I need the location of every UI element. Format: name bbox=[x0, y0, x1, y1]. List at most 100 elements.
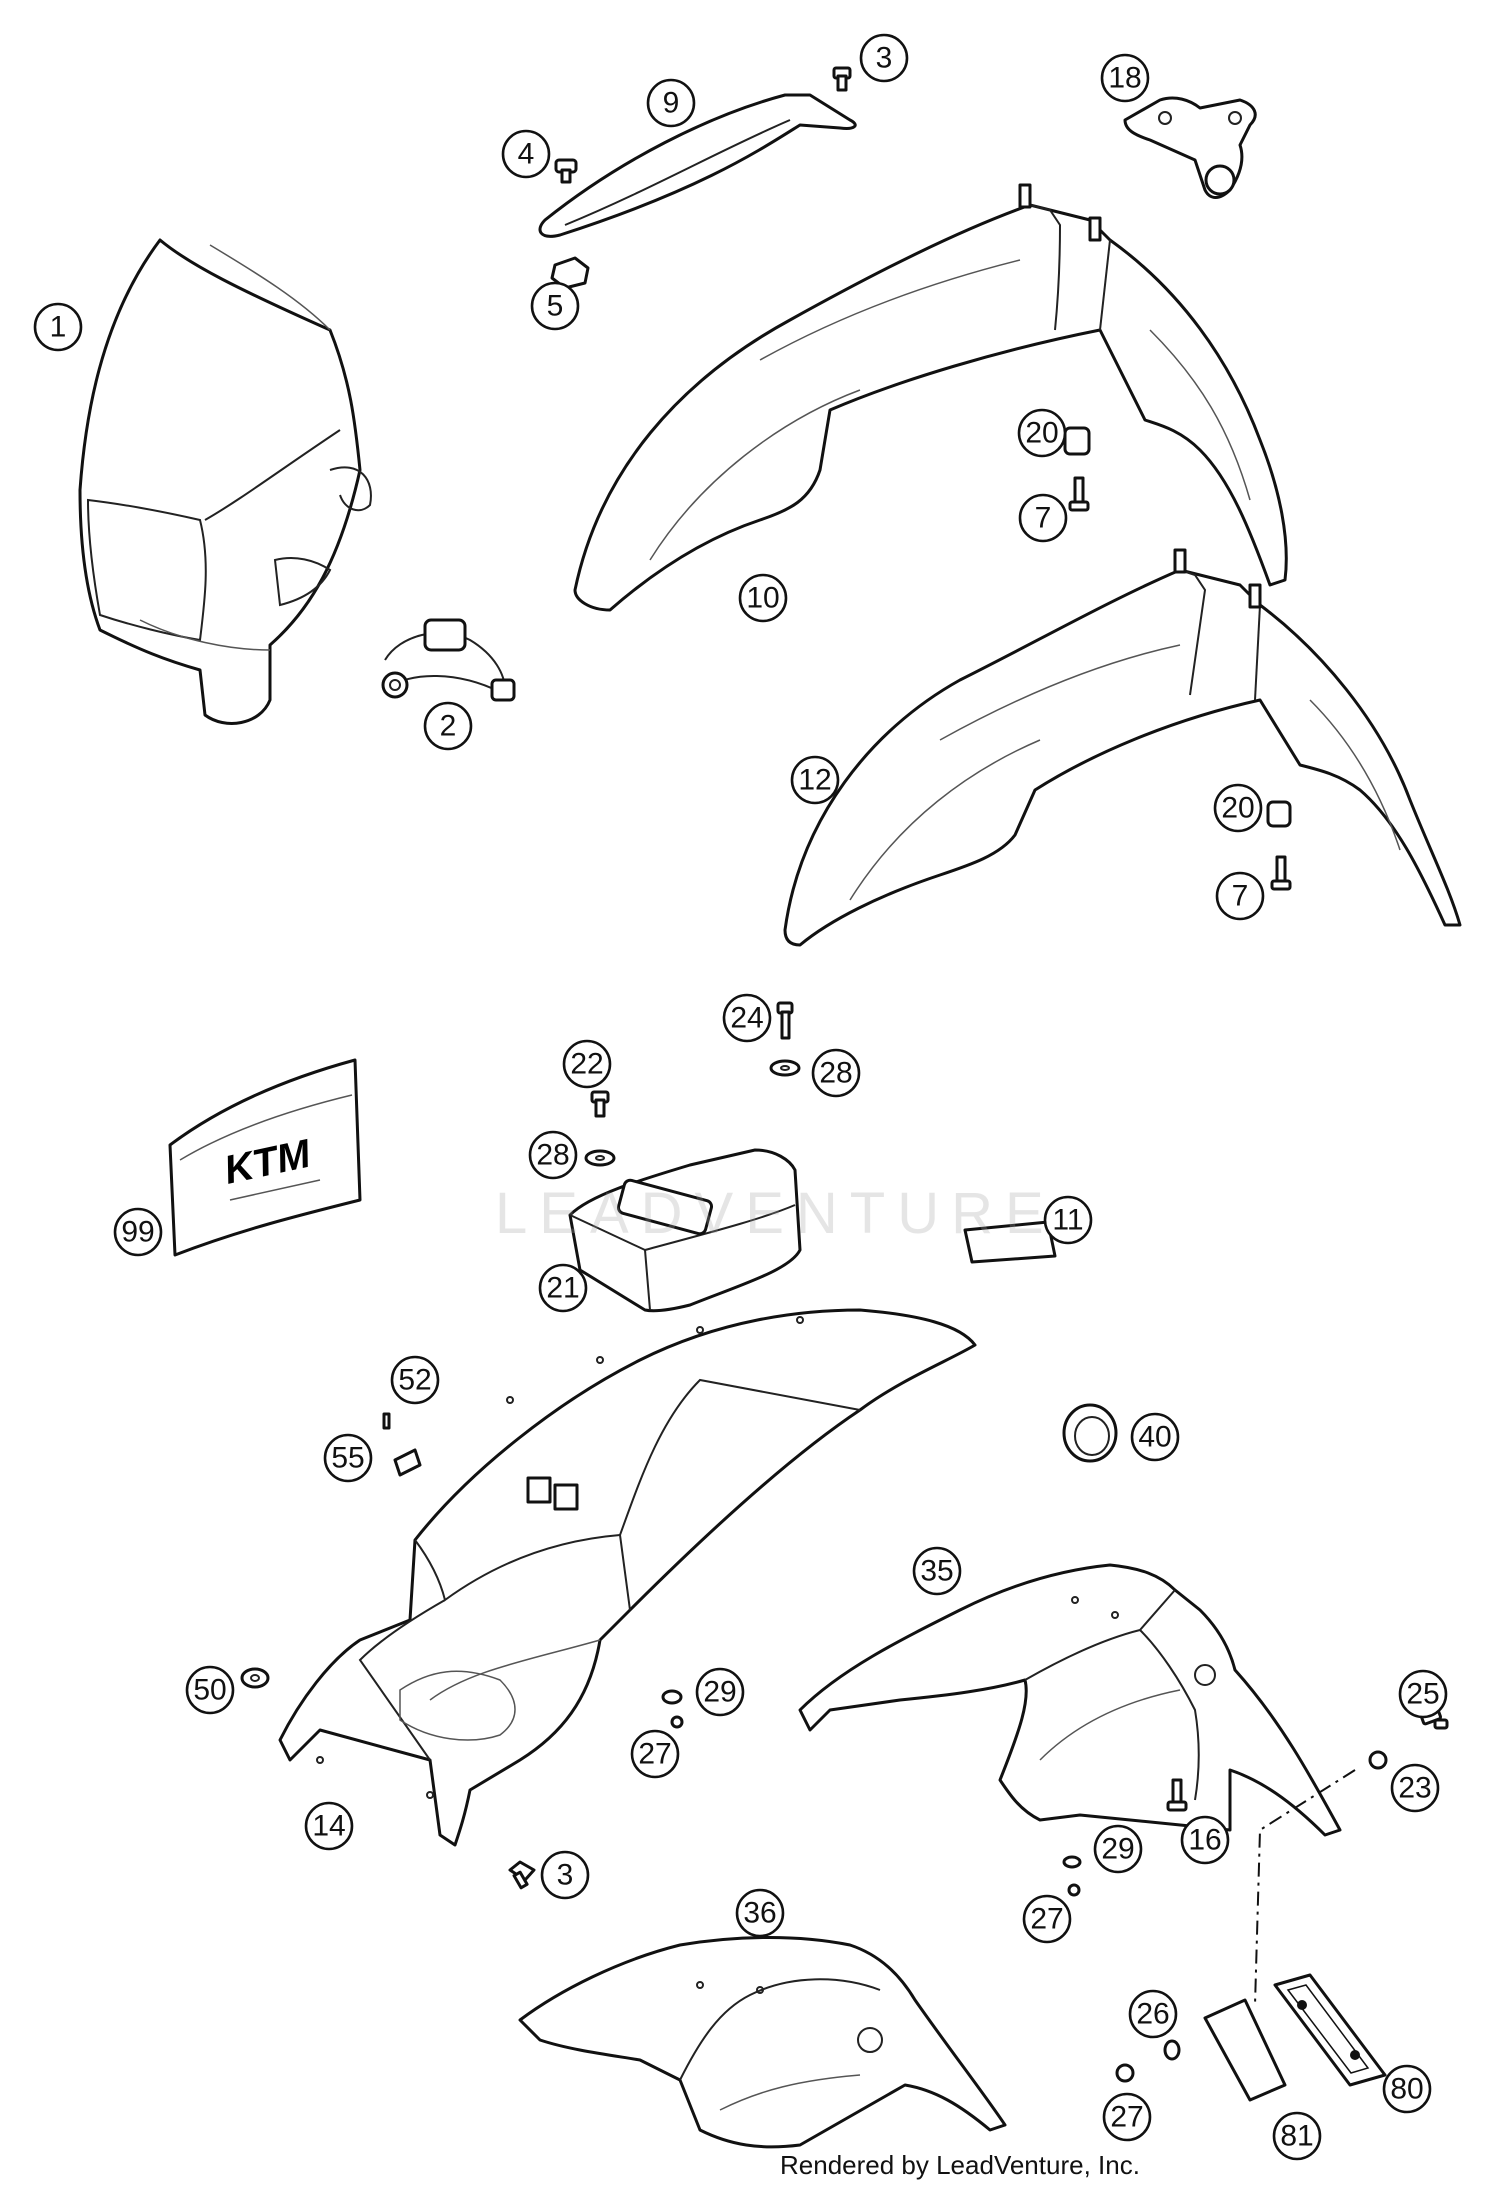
callout-36: 36 bbox=[735, 1888, 785, 1938]
svg-text:7: 7 bbox=[1035, 502, 1052, 535]
svg-text:16: 16 bbox=[1188, 1824, 1221, 1857]
nut-part-27-right[interactable] bbox=[1067, 1883, 1081, 1897]
cap-part-40[interactable] bbox=[1062, 1403, 1118, 1463]
svg-text:40: 40 bbox=[1138, 1421, 1171, 1454]
screw-part-7-upper[interactable] bbox=[1068, 476, 1090, 512]
front-fender-part-12[interactable] bbox=[783, 548, 1462, 947]
callout-5: 5 bbox=[530, 281, 580, 331]
callout-27-bottom: 27 bbox=[1102, 2092, 1152, 2142]
callout-81: 81 bbox=[1272, 2111, 1322, 2161]
callout-99: 99 bbox=[113, 1207, 163, 1257]
screw-part-3-top[interactable] bbox=[832, 66, 852, 92]
nut-part-5[interactable] bbox=[550, 256, 590, 290]
callout-18: 18 bbox=[1100, 53, 1150, 103]
svg-text:21: 21 bbox=[546, 1272, 579, 1305]
svg-text:11: 11 bbox=[1052, 1204, 1083, 1237]
svg-text:3: 3 bbox=[876, 42, 893, 75]
screw-part-22[interactable] bbox=[590, 1090, 610, 1118]
svg-text:99: 99 bbox=[121, 1216, 154, 1249]
nut-part-27-center[interactable] bbox=[670, 1715, 684, 1729]
washer-part-28-left[interactable] bbox=[584, 1149, 616, 1167]
screw-part-16[interactable] bbox=[1166, 1778, 1188, 1812]
callout-4: 4 bbox=[501, 129, 551, 179]
nut-part-23[interactable] bbox=[1368, 1750, 1388, 1770]
number-plate-sticker-part-99[interactable]: KTM bbox=[168, 1058, 362, 1257]
svg-text:2: 2 bbox=[440, 710, 457, 743]
callout-24: 24 bbox=[722, 993, 772, 1043]
callout-3-top: 3 bbox=[859, 33, 909, 83]
callout-23: 23 bbox=[1390, 1763, 1440, 1813]
callout-16: 16 bbox=[1180, 1815, 1230, 1865]
callout-50: 50 bbox=[185, 1665, 235, 1715]
assembly-leader-line bbox=[1254, 1769, 1356, 2006]
svg-text:29: 29 bbox=[1101, 1833, 1134, 1866]
spacer-part-20-upper[interactable] bbox=[1063, 426, 1091, 456]
svg-text:23: 23 bbox=[1398, 1772, 1431, 1805]
callout-14: 14 bbox=[304, 1801, 354, 1851]
callout-20-lower: 20 bbox=[1213, 783, 1263, 833]
callout-20-upper: 20 bbox=[1017, 408, 1067, 458]
render-credit: Rendered by LeadVenture, Inc. bbox=[780, 2150, 1140, 2180]
callout-27-right: 27 bbox=[1022, 1894, 1072, 1944]
callout-29-right: 29 bbox=[1093, 1824, 1143, 1874]
bolt-part-4[interactable] bbox=[554, 158, 578, 184]
nut-part-27-bottom[interactable] bbox=[1115, 2063, 1135, 2083]
svg-text:9: 9 bbox=[663, 87, 680, 120]
fender-brace-part[interactable] bbox=[538, 93, 857, 238]
svg-text:26: 26 bbox=[1136, 1998, 1169, 2031]
rear-fender-part-35[interactable] bbox=[798, 1563, 1342, 1837]
svg-text:28: 28 bbox=[819, 1057, 852, 1090]
svg-text:24: 24 bbox=[730, 1002, 763, 1035]
svg-text:7: 7 bbox=[1232, 880, 1249, 913]
svg-text:81: 81 bbox=[1280, 2120, 1313, 2153]
screw-part-24[interactable] bbox=[776, 1001, 794, 1040]
mounting-plate-part-81[interactable] bbox=[1203, 1998, 1287, 2102]
callout-10: 10 bbox=[738, 573, 788, 623]
headlight-mask-part[interactable] bbox=[78, 238, 372, 725]
front-fender-part-10[interactable] bbox=[573, 183, 1288, 612]
reflector-part-80[interactable] bbox=[1273, 1973, 1387, 2087]
callout-9: 9 bbox=[646, 78, 696, 128]
callout-7-upper: 7 bbox=[1018, 493, 1068, 543]
svg-text:80: 80 bbox=[1390, 2073, 1423, 2106]
svg-text:20: 20 bbox=[1025, 417, 1058, 450]
tool-bag-part-21[interactable]: KTM bbox=[568, 1148, 802, 1313]
clip-part-55[interactable] bbox=[393, 1448, 422, 1477]
svg-text:52: 52 bbox=[398, 1364, 431, 1397]
svg-text:20: 20 bbox=[1221, 792, 1254, 825]
svg-text:10: 10 bbox=[746, 582, 779, 615]
svg-text:27: 27 bbox=[638, 1738, 671, 1771]
svg-text:50: 50 bbox=[193, 1674, 226, 1707]
callout-21: 21 bbox=[538, 1263, 588, 1313]
callout-1: 1 bbox=[33, 302, 83, 352]
washer-part-29-right[interactable] bbox=[1062, 1855, 1082, 1869]
washer-part-29-center[interactable] bbox=[661, 1689, 683, 1705]
washer-part-50[interactable] bbox=[240, 1667, 270, 1689]
washer-part-28-right[interactable] bbox=[769, 1059, 801, 1077]
rivet-part-52[interactable] bbox=[382, 1412, 391, 1430]
svg-text:25: 25 bbox=[1406, 1678, 1439, 1711]
washer-part-26[interactable] bbox=[1163, 2039, 1181, 2061]
callout-40: 40 bbox=[1130, 1412, 1180, 1462]
svg-text:55: 55 bbox=[331, 1442, 364, 1475]
svg-text:18: 18 bbox=[1108, 62, 1141, 95]
spacer-part-20-lower[interactable] bbox=[1266, 800, 1292, 828]
svg-text:27: 27 bbox=[1110, 2101, 1143, 2134]
strip-part-11[interactable] bbox=[963, 1220, 1057, 1264]
screw-part-7-lower[interactable] bbox=[1270, 855, 1292, 891]
rear-fender-part-14[interactable] bbox=[278, 1308, 977, 1847]
callout-52: 52 bbox=[390, 1355, 440, 1405]
rear-fender-part-36[interactable] bbox=[518, 1936, 1007, 2149]
headlight-bracket-part[interactable] bbox=[381, 618, 516, 702]
callout-27-center: 27 bbox=[630, 1729, 680, 1779]
screw-part-3-bottom[interactable] bbox=[508, 1860, 536, 1890]
svg-text:14: 14 bbox=[312, 1810, 345, 1843]
callout-25: 25 bbox=[1398, 1669, 1448, 1719]
svg-text:3: 3 bbox=[557, 1859, 574, 1892]
callout-7-lower: 7 bbox=[1215, 871, 1265, 921]
callout-3-bottom: 3 bbox=[540, 1850, 590, 1900]
bracket-part-18[interactable] bbox=[1123, 96, 1257, 199]
callout-11: 11 bbox=[1043, 1195, 1093, 1245]
svg-text:1: 1 bbox=[50, 311, 67, 344]
